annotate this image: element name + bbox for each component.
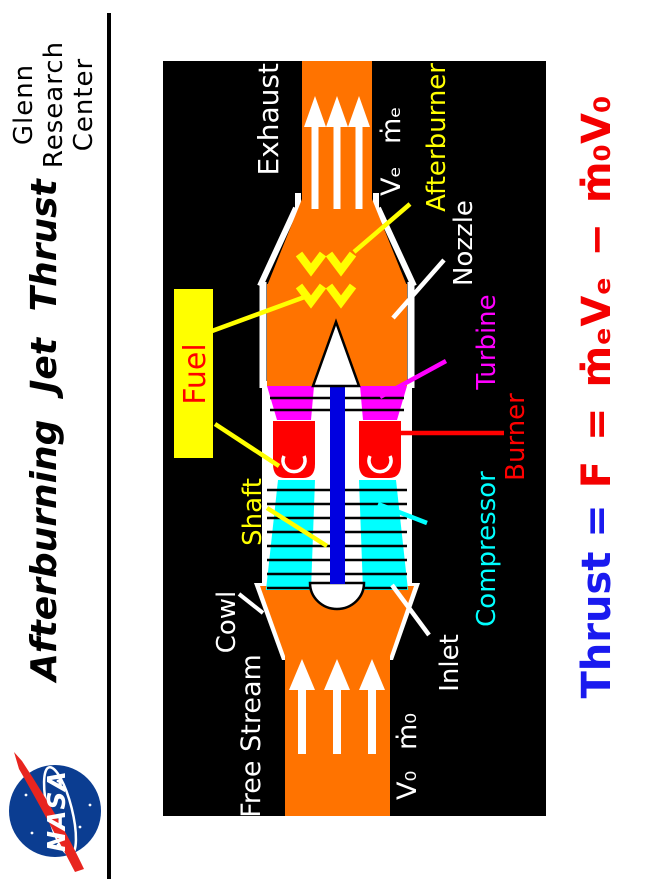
header-rule <box>107 13 111 879</box>
cowl-pointer-line <box>237 592 265 615</box>
thrust-equation-lhs: Thrust = <box>574 504 620 699</box>
fuel-to-afterburner-line <box>211 292 311 334</box>
org-line-3: Center <box>68 57 99 152</box>
nasa-logo-wordmark: NASA <box>42 770 71 852</box>
flame-holder-chevrons <box>295 251 357 309</box>
exhaust-velocity-label: Vₑ <box>376 166 407 196</box>
tail-cone <box>311 318 361 388</box>
inlet-centerbody <box>308 581 366 611</box>
fuel-box <box>174 289 213 458</box>
shaft-pointer-line <box>265 506 329 548</box>
nasa-logo-stars <box>24 779 92 847</box>
afterburner-label: Afterburner <box>422 63 452 212</box>
shaft-shape <box>330 386 345 584</box>
nozzle-pointer-line <box>391 258 446 320</box>
turbine-label: Turbine <box>472 294 502 390</box>
turbine-shape <box>267 386 407 420</box>
engine-diagram: Fuel Exhaust Vₑ ṁₑ Afterburner Nozzle Tu… <box>163 61 546 816</box>
fuel-to-burner-line <box>213 422 281 468</box>
nozzle-label: Nozzle <box>449 200 479 286</box>
free-stream-arrows <box>289 659 385 754</box>
thrust-equation-rhs: F = ṁₑVₑ − ṁ₀V₀ <box>574 95 620 489</box>
compressor-pointer-line <box>377 501 428 526</box>
burner-label: Burner <box>501 393 531 481</box>
org-line-1: Glenn <box>9 63 39 146</box>
nasa-logo-swoosh <box>14 752 84 872</box>
org-line-2: Research <box>38 40 69 169</box>
inlet-lip <box>260 586 414 656</box>
compressor-label: Compressor <box>472 471 502 627</box>
afterburner-pointer-line <box>352 202 412 254</box>
free-stream-massflow-label: ṁ₀ <box>392 713 423 750</box>
inlet-pointer-line <box>390 583 431 637</box>
inlet-label: Inlet <box>435 634 465 692</box>
turbine-pointer-line <box>378 359 448 399</box>
burner-flame-arcs <box>281 455 393 474</box>
exhaust-label: Exhaust <box>252 63 285 176</box>
exhaust-massflow-label: ṁₑ <box>376 106 407 144</box>
fuel-label: Fuel <box>178 343 213 404</box>
page-title: Afterburning Jet Thrust <box>24 179 65 681</box>
free-stream-velocity-label: V₀ <box>392 771 423 800</box>
thrust-equation: Thrust = F = ṁₑVₑ − ṁ₀V₀ <box>574 17 620 777</box>
compressor-shape <box>266 480 408 590</box>
nasa-logo: NASA <box>6 748 112 873</box>
cowl-label: Cowl <box>212 591 242 654</box>
free-stream-label: Free Stream <box>236 654 267 816</box>
exhaust-arrows <box>304 96 370 209</box>
org-name: Glenn Research Center <box>9 12 100 197</box>
shaft-label: Shaft <box>238 478 268 546</box>
